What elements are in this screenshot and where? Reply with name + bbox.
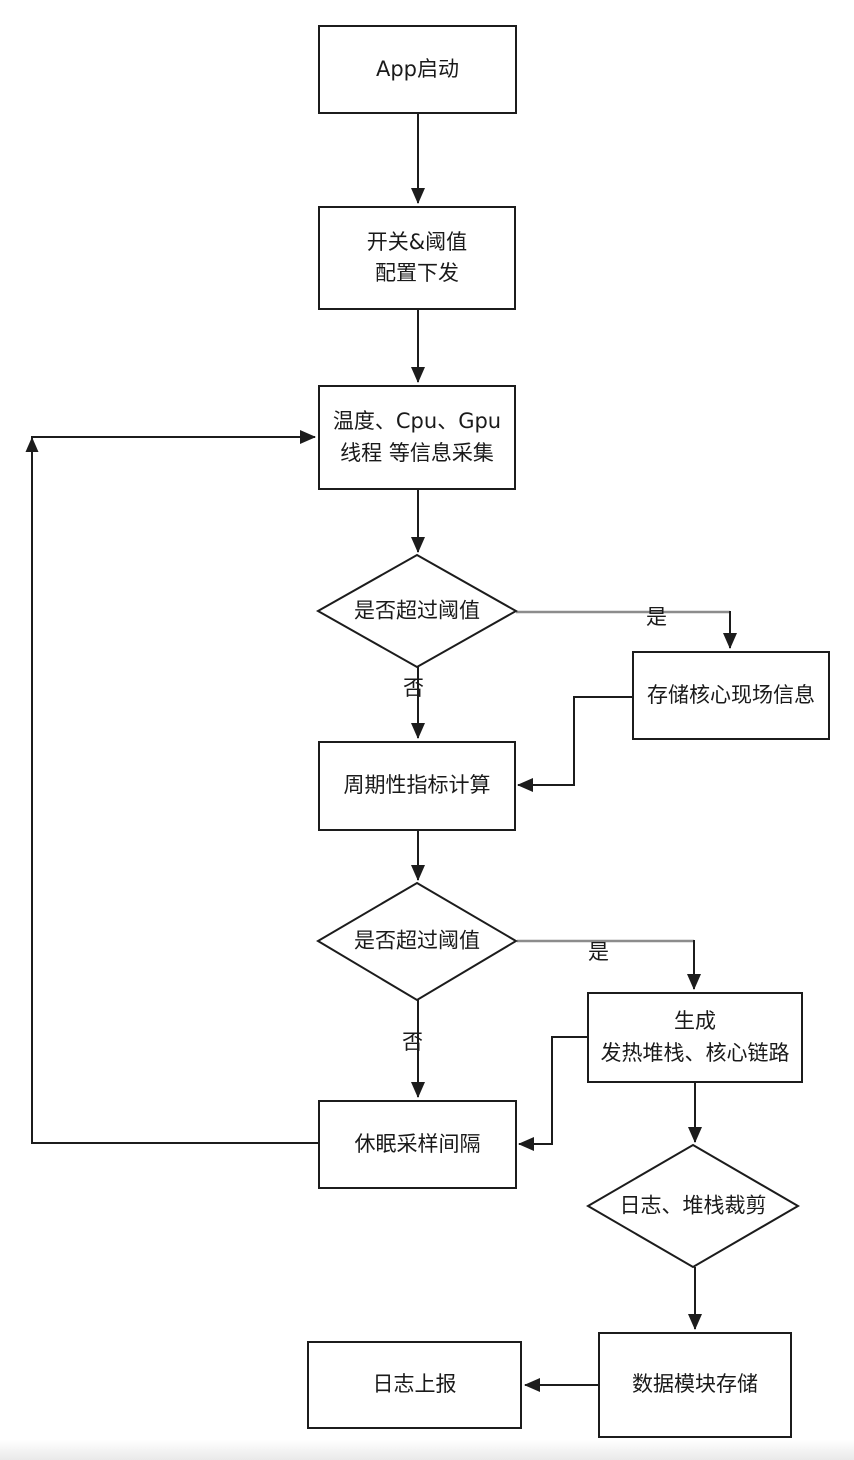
- edge-store-to-periodic: [517, 696, 633, 792]
- node-store-core-info: 存储核心现场信息: [632, 651, 830, 740]
- edge-label-yes-1: 是: [646, 605, 667, 629]
- label-threshold-check-2: 是否超过阈值: [354, 928, 480, 953]
- node-app-start: App启动: [318, 25, 517, 114]
- edge-generate-to-sleep: [518, 1036, 587, 1151]
- edge-label-no-1: 否: [403, 676, 424, 700]
- edge-sleep-loop-to-collect: [31, 430, 318, 1144]
- node-sleep-interval: 休眠采样间隔: [318, 1100, 517, 1189]
- node-generate-stack: 生成 发热堆栈、核心链路: [587, 992, 803, 1083]
- node-log-report: 日志上报: [307, 1341, 522, 1429]
- node-info-collect: 温度、Cpu、Gpu 线程 等信息采集: [318, 385, 516, 490]
- node-config-push: 开关&阈值 配置下发: [318, 206, 516, 310]
- diamond-log-stack-trim: [586, 1143, 800, 1269]
- node-periodic-calc: 周期性指标计算: [318, 741, 516, 831]
- edge-label-yes-2: 是: [588, 940, 609, 964]
- diamond-threshold-check-1: [315, 553, 519, 669]
- node-data-module-store: 数据模块存储: [598, 1332, 792, 1438]
- label-threshold-check-1: 是否超过阈值: [354, 598, 480, 623]
- loop-up-arrowhead: [25, 437, 39, 452]
- diamond-threshold-check-2: [316, 881, 518, 1002]
- edge-label-no-2: 否: [402, 1030, 423, 1054]
- label-log-stack-trim: 日志、堆栈裁剪: [619, 1193, 767, 1218]
